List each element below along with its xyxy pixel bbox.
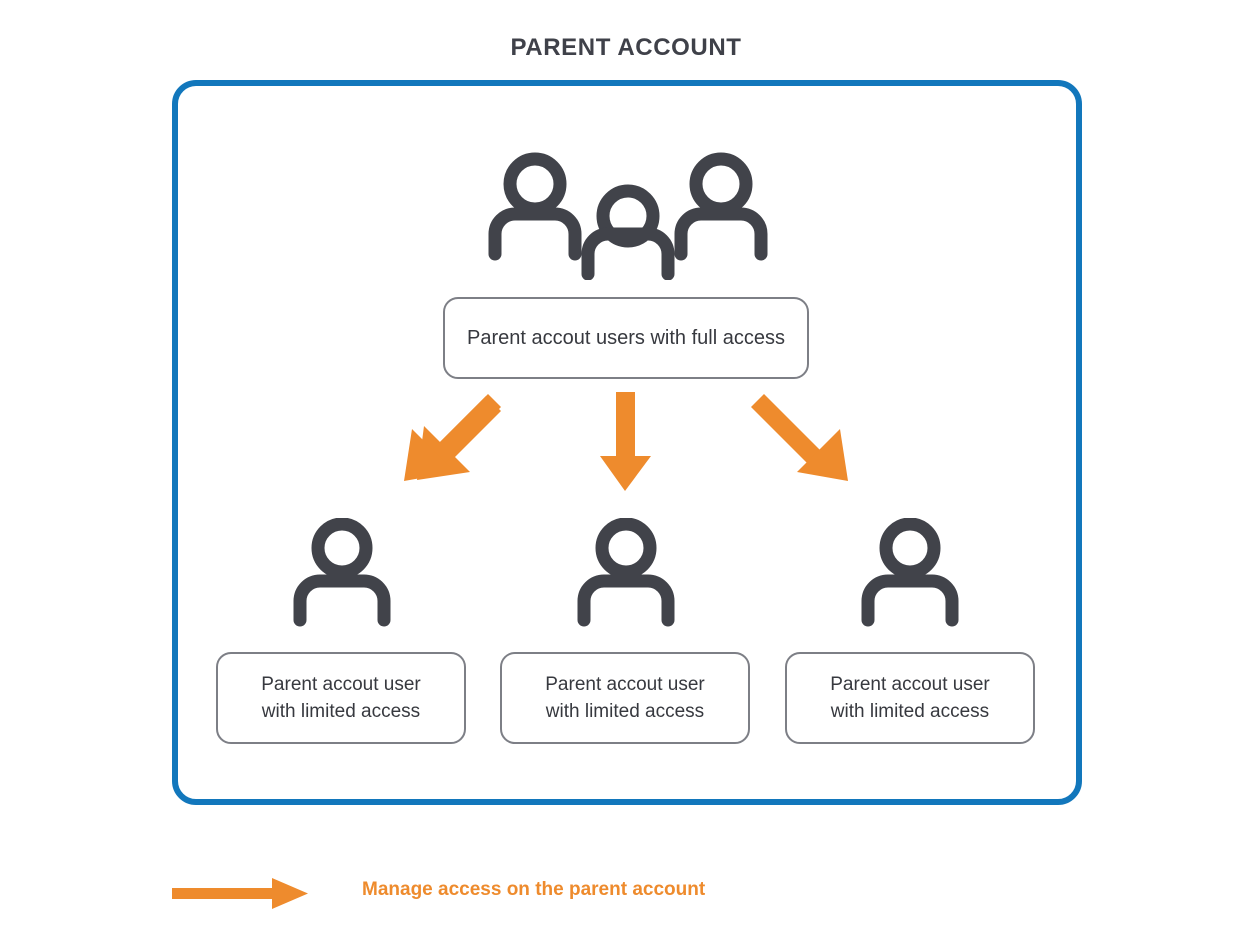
child-label-line-2: with limited access: [830, 701, 990, 722]
child-label-line-2: with limited access: [545, 701, 705, 722]
person-icon: [574, 517, 678, 628]
right-arrow-icon: [172, 876, 312, 910]
three-people-icon: [483, 148, 773, 281]
child-label-line-1: Parent accout user: [261, 674, 421, 695]
person-icon: [290, 517, 394, 628]
person-icon: [858, 517, 962, 628]
child-label-line-1: Parent accout user: [545, 674, 705, 695]
child-label-line-1: Parent accout user: [830, 674, 990, 695]
legend: Manage access on the parent account: [172, 870, 872, 918]
legend-label: Manage access on the parent account: [362, 879, 706, 900]
parent-users-label-text: Parent accout users with full access: [467, 327, 785, 349]
page-title: PARENT ACCOUNT: [510, 34, 742, 61]
child-label-box: Parent accout user with limited access: [785, 652, 1035, 744]
child-label-line-2: with limited access: [261, 701, 421, 722]
child-label-box: Parent accout user with limited access: [500, 652, 750, 744]
parent-users-label-box: Parent accout users with full access: [443, 297, 809, 379]
child-label-box: Parent accout user with limited access: [216, 652, 466, 744]
